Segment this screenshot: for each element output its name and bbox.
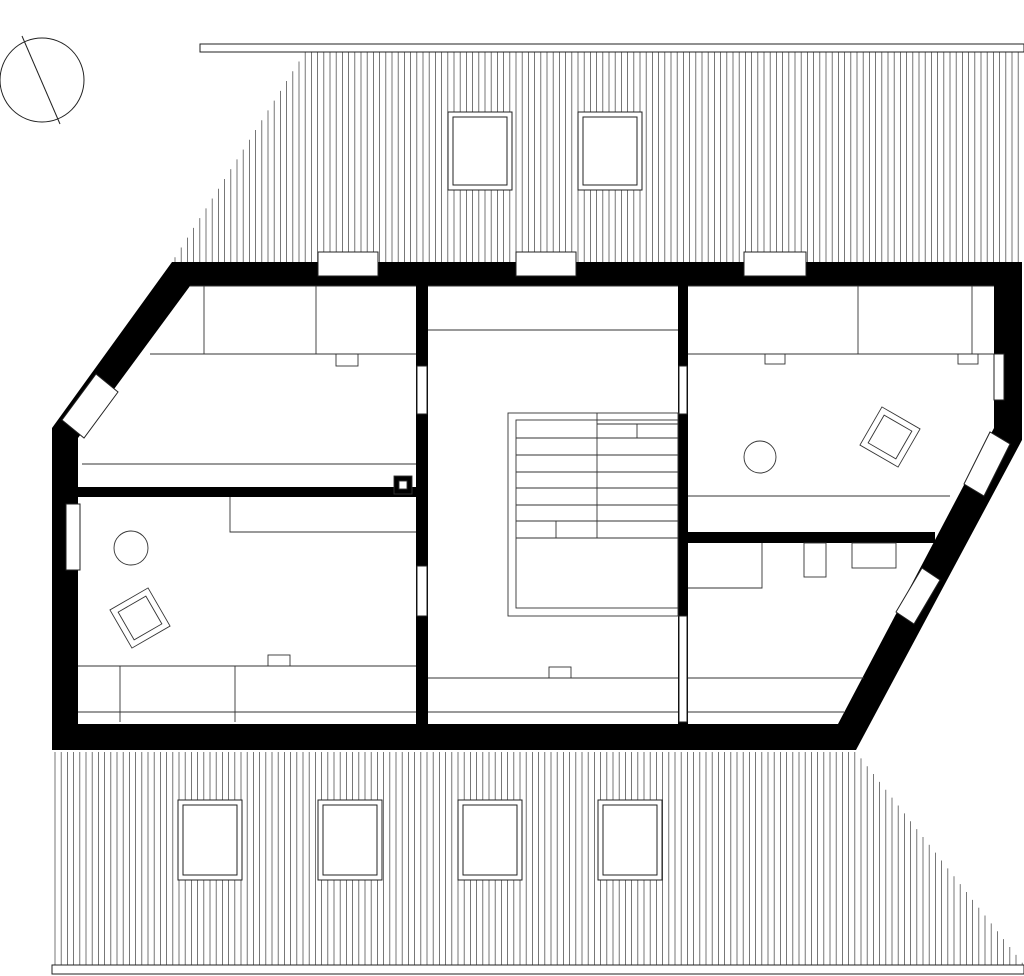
windows: [61, 251, 1011, 723]
roof-edges: [51, 43, 1024, 975]
fittings: [78, 285, 994, 722]
north-arrow-icon: [0, 35, 85, 125]
roof-hatching: [54, 52, 1023, 965]
skylights: [177, 111, 663, 881]
